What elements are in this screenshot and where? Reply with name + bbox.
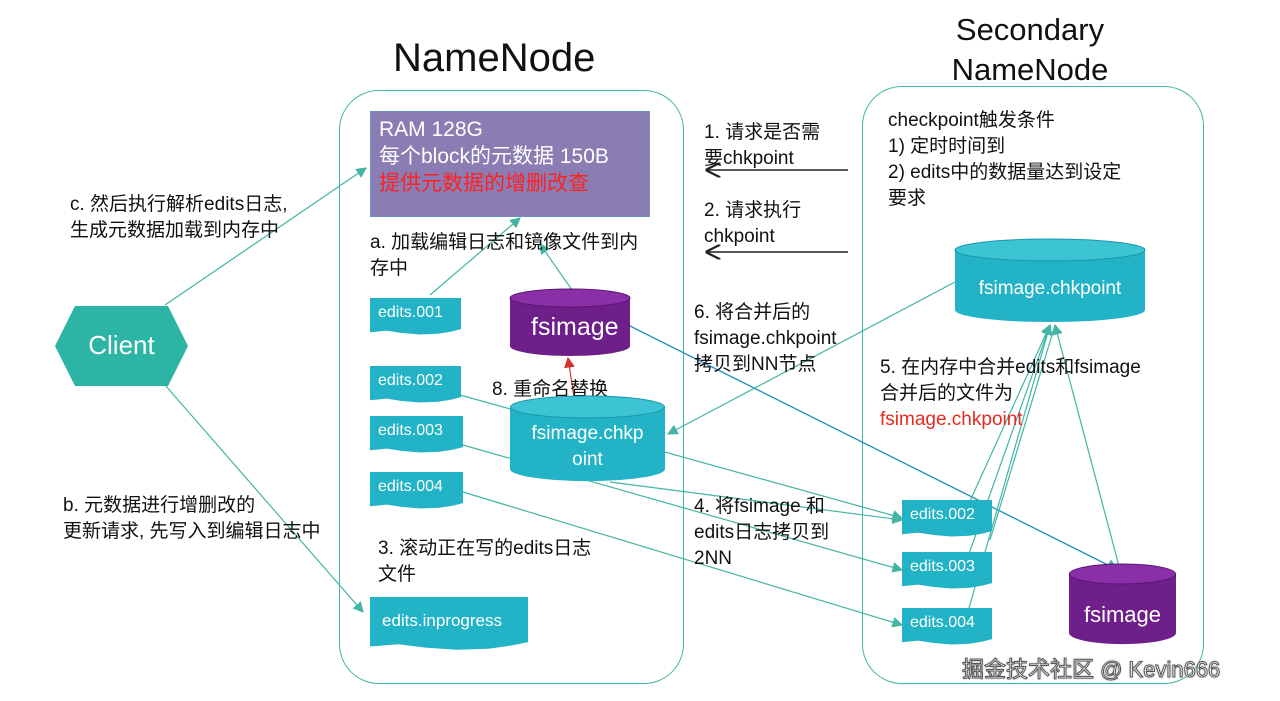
arrow-copy-fsimage <box>627 324 1120 571</box>
step-c-line1: c. 然后执行解析edits日志, <box>70 194 288 215</box>
step-4-label: 4. 将fsimage 和 edits日志拷贝到 2NN <box>694 494 829 572</box>
ram-crud: 提供元数据的增删改查 <box>379 172 589 195</box>
client-node <box>55 306 188 386</box>
step-c-line2: 生成元数据加载到内存中 <box>70 220 280 241</box>
edits-002-doc: edits.002 <box>370 366 461 403</box>
step-b-line2: 更新请求, 先写入到编辑日志中 <box>63 521 321 542</box>
step-2-label: 2. 请求执行 chkpoint <box>704 198 801 250</box>
step-c-label: c. 然后执行解析edits日志, 生成元数据加载到内存中 <box>70 192 287 244</box>
checkpoint-trigger-conditions: checkpoint触发条件 1) 定时时间到 2) edits中的数据量达到设… <box>888 108 1121 212</box>
edits-inprogress-label: edits.inprogress <box>382 611 503 630</box>
ram-block-metadata: 每个block的元数据 150B <box>379 145 609 168</box>
arrow-fsimage-to-ram <box>539 243 573 291</box>
step-6-line2: fsimage.chkpoint <box>694 328 837 349</box>
trigger-item-3: 要求 <box>888 188 927 209</box>
ram-box: RAM 128G 每个block的元数据 150B 提供元数据的增删改查 <box>370 111 650 217</box>
step-5-line3: fsimage.chkpoint <box>880 409 1023 430</box>
secondary-chkpoint-cylinder <box>954 238 1146 322</box>
edits-004-label: edits.004 <box>378 478 443 495</box>
merge-extra <box>989 324 1056 541</box>
client-label: Client <box>88 330 155 360</box>
secondary-namenode-title: Secondary NameNode <box>930 10 1130 90</box>
edits-004-doc: edits.004 <box>370 472 463 509</box>
edits-001-label: edits.001 <box>378 304 443 321</box>
secondary-title-line2: NameNode <box>951 52 1109 87</box>
step-6-line3: 拷贝到NN节点 <box>694 354 817 375</box>
secondary-namenode-frame <box>862 86 1204 684</box>
step-2-line2: chkpoint <box>704 226 775 247</box>
secondary-title-line1: Secondary <box>955 12 1105 47</box>
namenode-title: NameNode <box>393 36 596 80</box>
step-1-label: 1. 请求是否需 要chkpoint <box>704 120 820 172</box>
secondary-edits-003-label: edits.003 <box>910 558 975 575</box>
step-4-line3: 2NN <box>694 548 733 569</box>
step-5-label: 5. 在内存中合并edits和fsimage 合并后的文件为 fsimage.c… <box>880 355 1141 433</box>
namenode-chkpoint-line2: oint <box>572 449 603 470</box>
secondary-edits-004-doc: edits.004 <box>902 608 992 645</box>
watermark: 掘金技术社区 @ Kevin666 <box>961 657 1221 683</box>
trigger-item-1: 1) 定时时间到 <box>888 136 1006 157</box>
step-a-line1: a. 加载编辑日志和镜像文件到内 <box>370 232 639 253</box>
step-8-label: 8. 重命名替换 <box>492 379 609 400</box>
arrow-chk-to-edits004 <box>609 481 904 525</box>
arrow-client-to-inprogress <box>164 384 364 613</box>
step-4-line1: 4. 将fsimage 和 <box>694 496 825 517</box>
step-a-line2: 存中 <box>370 258 409 279</box>
step-1-line1: 1. 请求是否需 <box>704 122 821 143</box>
secondary-chkpoint-label: fsimage.chkpoint <box>978 278 1122 299</box>
edits-003-doc: edits.003 <box>370 416 463 453</box>
step-b-label: b. 元数据进行增删改的 更新请求, 先写入到编辑日志中 <box>63 493 321 545</box>
arrow-client-to-ram <box>164 167 367 306</box>
ram-size: RAM 128G <box>379 118 483 141</box>
step-a-label: a. 加载编辑日志和镜像文件到内 存中 <box>370 230 638 282</box>
secondary-fsimage-cylinder <box>1069 563 1176 645</box>
arrow-copy-edits004 <box>462 491 904 628</box>
secondary-edits-002-doc: edits.002 <box>902 500 992 537</box>
merge-fsimage <box>1052 323 1121 571</box>
trigger-item-2: 2) edits中的数据量达到设定 <box>888 162 1122 183</box>
namenode-chkpoint-line1: fsimage.chkp <box>531 423 644 444</box>
arrow-edits001-to-ram <box>429 217 521 296</box>
step-b-line1: b. 元数据进行增删改的 <box>63 495 256 516</box>
namenode-chkpoint-label: fsimage.chkp oint <box>509 421 666 473</box>
step-5-line2: 合并后的文件为 <box>880 383 1014 404</box>
namenode-fsimage-label: fsimage <box>531 313 619 341</box>
step-3-line2: 文件 <box>378 564 417 585</box>
step-3-label: 3. 滚动正在写的edits日志 文件 <box>378 536 591 588</box>
namenode-fsimage-cylinder <box>509 288 631 356</box>
merge-edits002 <box>964 323 1051 513</box>
edits-001-doc: edits.001 <box>370 298 461 335</box>
namenode-frame <box>339 90 684 684</box>
edits-inprogress-doc: edits.inprogress <box>370 597 528 650</box>
edits-002-label: edits.002 <box>378 372 443 389</box>
secondary-fsimage-label: fsimage <box>1083 602 1162 627</box>
arrow-chkpoint-to-nn <box>666 281 956 435</box>
step-4-line2: edits日志拷贝到 <box>694 522 830 543</box>
secondary-edits-002-label: edits.002 <box>910 506 975 523</box>
arrow-rename-replace <box>564 356 575 398</box>
trigger-title: checkpoint触发条件 <box>888 110 1055 131</box>
secondary-edits-003-doc: edits.003 <box>902 552 992 589</box>
step-6-line1: 6. 将合并后的 <box>694 302 811 323</box>
secondary-edits-004-label: edits.004 <box>910 614 975 631</box>
step-2-line1: 2. 请求执行 <box>704 200 802 221</box>
step-6-label: 6. 将合并后的 fsimage.chkpoint 拷贝到NN节点 <box>694 300 837 378</box>
step-3-line1: 3. 滚动正在写的edits日志 <box>378 538 592 559</box>
step-5-line1: 5. 在内存中合并edits和fsimage <box>880 357 1141 378</box>
namenode-chkpoint-cylinder <box>510 395 665 482</box>
edits-003-label: edits.003 <box>378 422 443 439</box>
step-1-line2: 要chkpoint <box>704 148 794 169</box>
